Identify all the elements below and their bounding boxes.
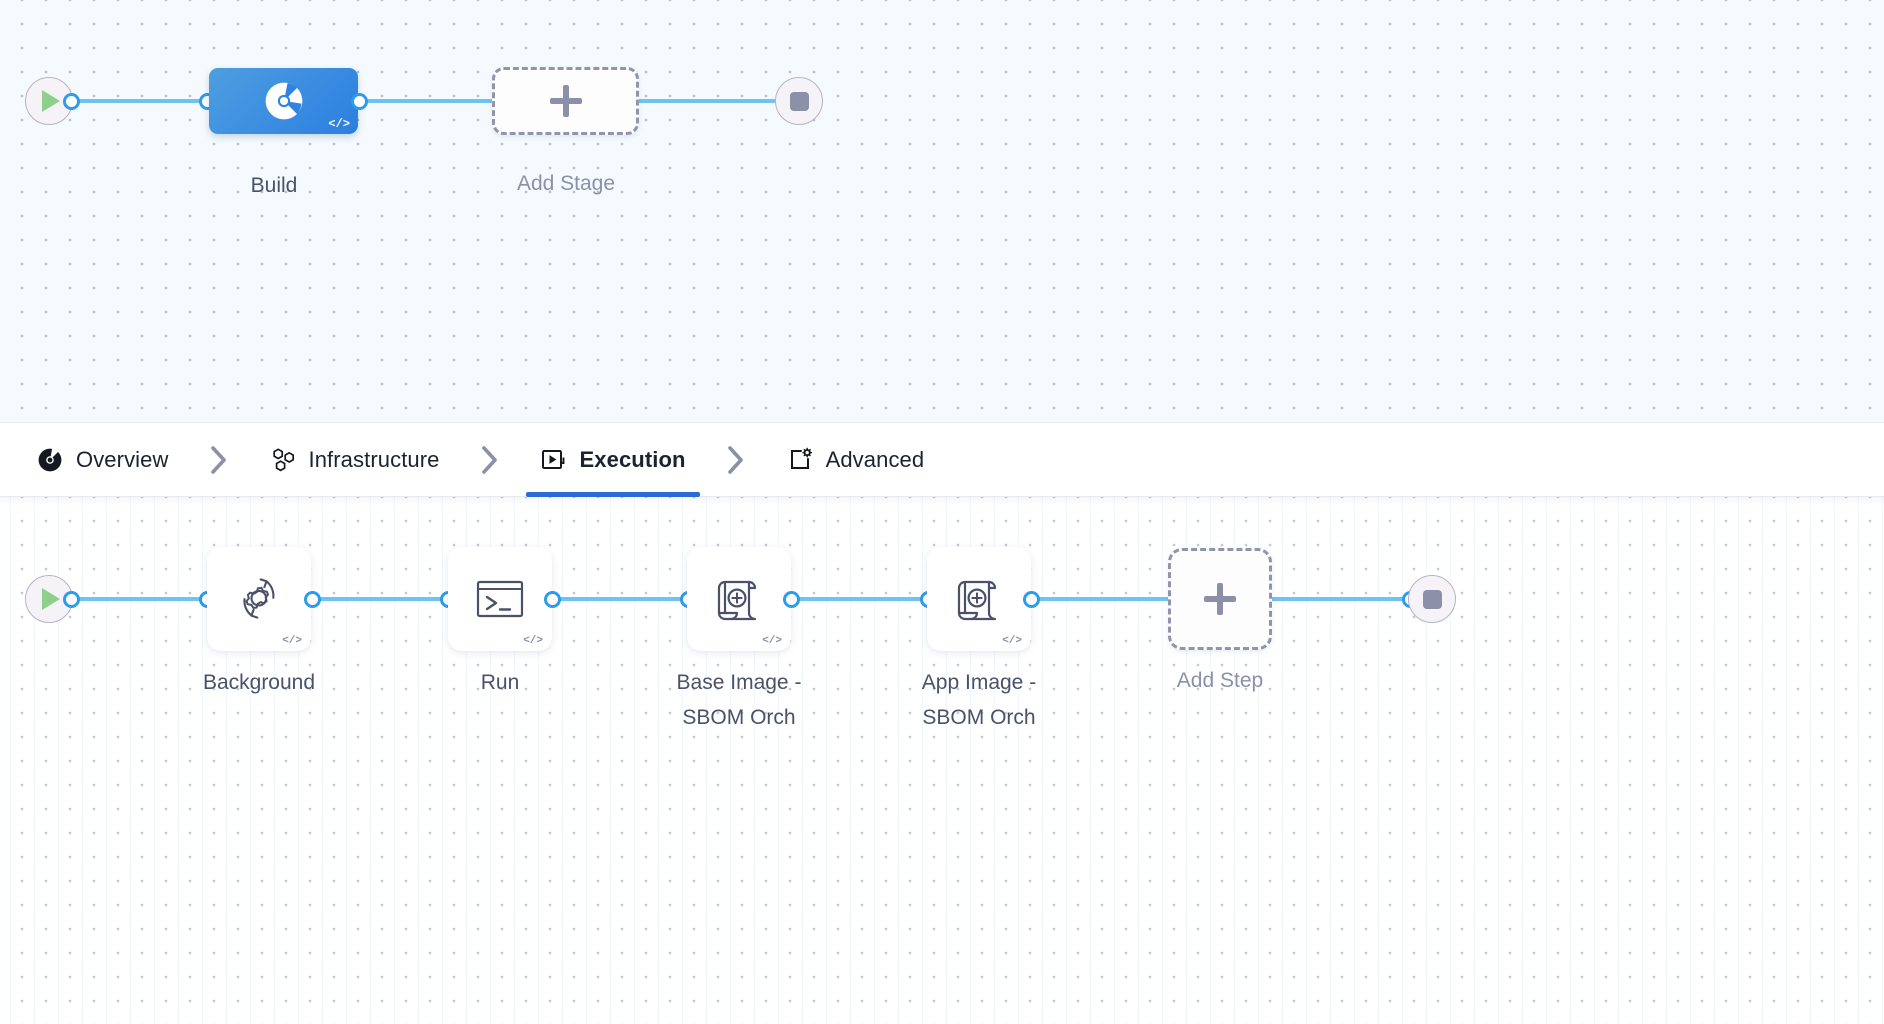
step-start-port[interactable] <box>63 591 80 608</box>
scroll-plus-icon <box>717 580 757 621</box>
tab-separator-chevron-icon <box>183 423 255 497</box>
wire-base-image-to-app-image <box>784 597 936 601</box>
wire-app-image-to-add-step <box>1024 597 1176 601</box>
tab-advanced[interactable]: Advanced <box>772 423 939 497</box>
add-stage-label: Add Stage <box>516 172 616 195</box>
stop-icon <box>789 91 809 111</box>
scroll-plus-icon <box>957 580 997 621</box>
gear-refresh-icon <box>243 578 275 619</box>
stage-canvas[interactable]: </> Build Add Stage <box>0 0 1884 423</box>
infrastructure-hex-icon <box>269 446 297 474</box>
add-step-label: Add Step <box>1176 669 1264 692</box>
stage-node-build[interactable]: </> <box>209 68 358 134</box>
wire-build-to-addstage <box>352 99 502 103</box>
tab-separator-chevron-icon <box>454 423 526 497</box>
step-base-image-out-port[interactable] <box>783 591 800 608</box>
plus-icon <box>549 84 583 118</box>
stage-build-out-port[interactable] <box>351 93 368 110</box>
code-badge-icon: </> <box>282 635 302 647</box>
code-badge-icon: </> <box>328 117 350 131</box>
tab-overview[interactable]: Overview <box>22 423 183 497</box>
advanced-gear-card-icon <box>786 446 814 474</box>
tab-execution[interactable]: Execution <box>525 423 700 497</box>
step-node-background[interactable]: </> <box>207 547 311 651</box>
step-label-base-image-sbom-orch: Base Image - SBOM Orch <box>676 671 802 729</box>
stage-label-build: Build <box>250 174 298 197</box>
wire-add-step-to-end <box>1268 597 1420 601</box>
tab-infrastructure[interactable]: Infrastructure <box>255 423 454 497</box>
step-label-run: Run <box>480 671 520 694</box>
step-run-out-port[interactable] <box>544 591 561 608</box>
step-label-background: Background <box>202 671 316 694</box>
tab-advanced-label: Advanced <box>825 446 925 472</box>
step-node-base-image-sbom-orch[interactable]: </> <box>687 547 791 651</box>
plus-icon <box>1203 582 1237 616</box>
code-badge-icon: </> <box>523 635 543 647</box>
step-label-app-image-sbom-orch: App Image - SBOM Orch <box>921 671 1037 729</box>
wire-start-to-build <box>70 99 215 103</box>
tab-separator-chevron-icon <box>700 423 772 497</box>
wire-addstage-to-end <box>634 99 784 103</box>
play-icon <box>42 588 60 610</box>
wire-start-to-background <box>70 597 216 601</box>
tab-infrastructure-label: Infrastructure <box>308 446 440 472</box>
wire-background-to-run <box>305 597 457 601</box>
step-node-run[interactable]: </> <box>448 547 552 651</box>
step-background-out-port[interactable] <box>304 591 321 608</box>
step-end-node[interactable] <box>1408 575 1456 623</box>
tab-execution-label: Execution <box>579 446 686 472</box>
step-node-app-image-sbom-orch[interactable]: </> <box>927 547 1031 651</box>
wire-run-to-base-image <box>545 597 697 601</box>
tab-overview-label: Overview <box>76 446 169 472</box>
execution-play-box-icon <box>540 446 568 474</box>
harness-stage-icon <box>265 82 302 120</box>
add-stage-node[interactable] <box>492 67 639 135</box>
terminal-icon <box>476 580 524 618</box>
step-app-image-out-port[interactable] <box>1023 591 1040 608</box>
code-badge-icon: </> <box>1002 635 1022 647</box>
stage-config-tabs[interactable]: Overview Infrastructure <box>0 423 1884 497</box>
code-badge-icon: </> <box>762 635 782 647</box>
play-icon <box>42 90 60 112</box>
add-step-node[interactable] <box>1168 548 1272 650</box>
stage-start-port[interactable] <box>63 93 80 110</box>
stop-icon <box>1422 589 1442 609</box>
stage-end-node[interactable] <box>775 77 823 125</box>
overview-pie-icon <box>36 446 64 474</box>
execution-canvas[interactable]: </> Background </> Run <box>0 497 1884 1024</box>
